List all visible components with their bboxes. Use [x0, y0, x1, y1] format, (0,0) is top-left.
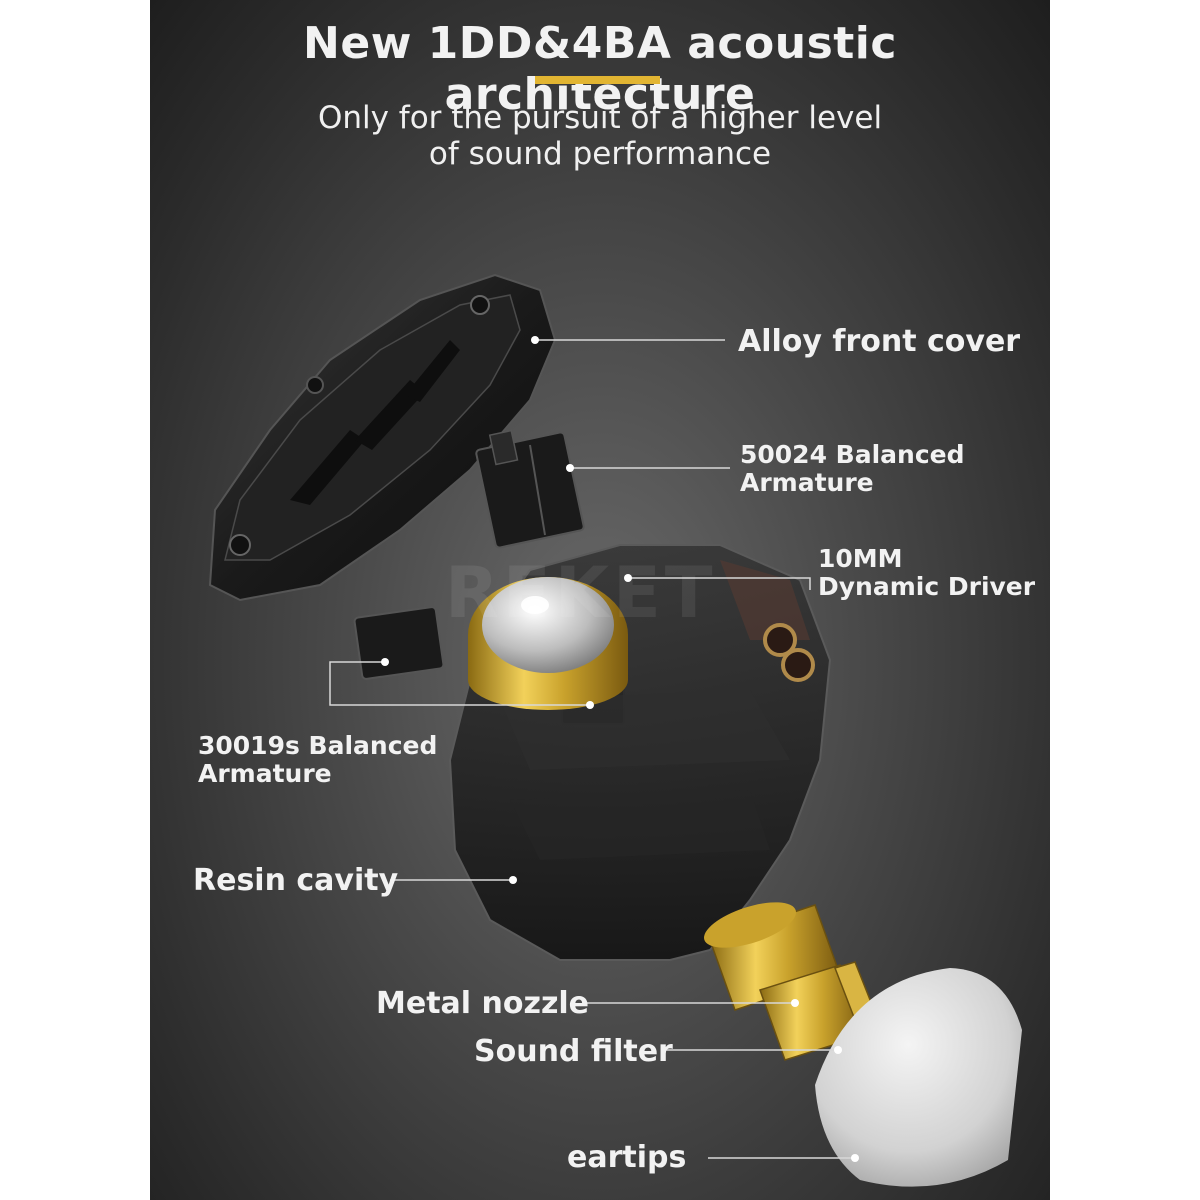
- label-eartips: eartips: [567, 1140, 687, 1175]
- label-dynamic-driver-line-1: 10MM: [818, 544, 903, 573]
- callout-lines: [329, 339, 855, 1159]
- eartip-part: [815, 968, 1022, 1187]
- watermark: REKET: [445, 552, 717, 634]
- label-dynamic-driver: 10MM Dynamic Driver: [818, 545, 1035, 601]
- label-alloy-front-cover: Alloy front cover: [738, 324, 1021, 359]
- page-title: New 1DD&4BA acoustic architecture: [303, 18, 897, 120]
- front-cover-part: [208, 273, 557, 602]
- label-ba-30019s-line-2: Armature: [198, 759, 332, 788]
- label-resin-cavity: Resin cavity: [193, 863, 399, 898]
- exploded-earphone-illustration: [208, 273, 1022, 1187]
- label-sound-filter: Sound filter: [474, 1034, 673, 1069]
- product-panel: New 1DD&4BA acoustic architecture Only f…: [150, 0, 1050, 1200]
- label-dynamic-driver-line-2: Dynamic Driver: [818, 572, 1036, 601]
- dynamic-driver-part: [468, 577, 628, 710]
- label-ba-50024-line-1: 50024 Balanced: [740, 440, 965, 469]
- subtitle-line-2: of sound performance: [428, 136, 772, 172]
- label-ba-50024-line-2: Armature: [740, 468, 874, 497]
- subtitle-line-1: Only for the pursuit of a higher level: [317, 100, 883, 136]
- title-underline: [535, 76, 660, 84]
- label-metal-nozzle: Metal nozzle: [376, 986, 590, 1021]
- label-ba-30019s: 30019s Balanced Armature: [198, 732, 437, 788]
- metal-nozzle-part: [704, 902, 883, 1061]
- label-ba-50024: 50024 Balanced Armature: [740, 441, 965, 497]
- page-subtitle: Only for the pursuit of a higher level o…: [150, 100, 1050, 172]
- label-ba-30019s-line-1: 30019s Balanced: [198, 731, 438, 760]
- ba-50024-part: [475, 429, 585, 549]
- callout-dots: [381, 336, 859, 1162]
